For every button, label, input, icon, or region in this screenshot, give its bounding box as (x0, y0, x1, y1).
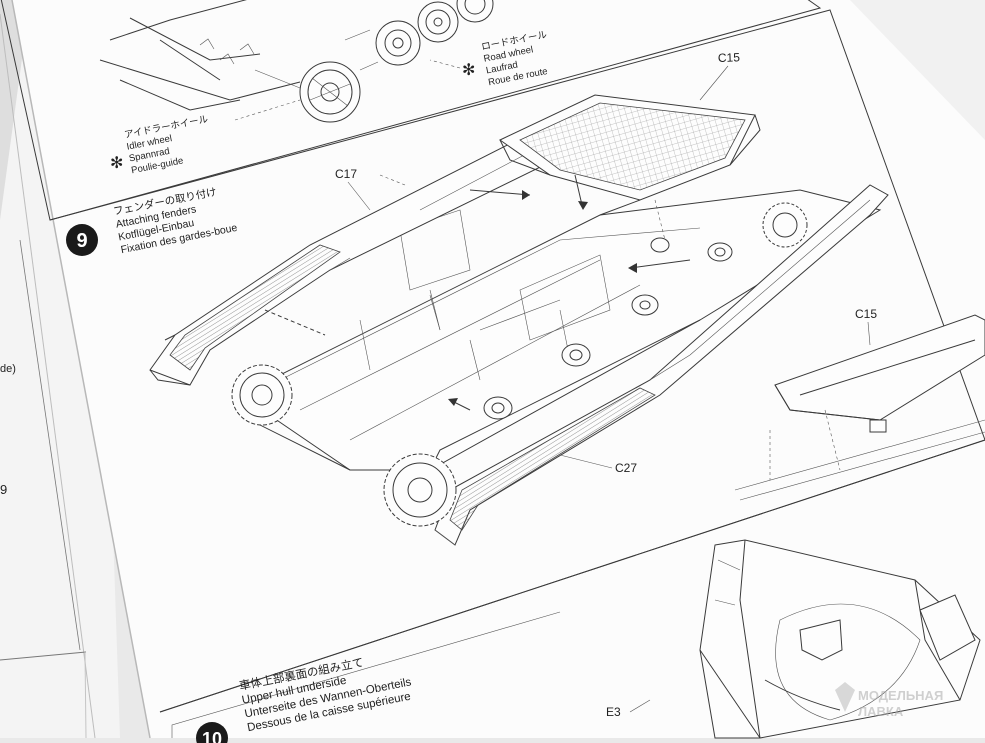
c15-detail-inset (734, 314, 985, 501)
watermark-line2: ЛАВКА (858, 704, 904, 719)
step10-number-badge (196, 722, 228, 743)
left-page-fragment-2: 9 (0, 482, 7, 497)
part-label-c15-right: C15 (855, 307, 877, 321)
upper-hull-drawing (699, 539, 981, 739)
left-page-fragment-1: de) (0, 363, 16, 375)
road-wheel-drawings (375, 0, 494, 66)
step9-number-badge (66, 224, 98, 256)
step10-number: 10 (202, 729, 222, 743)
road-callout-marker: ✻ (462, 62, 475, 79)
idler-callout-marker: ✻ (110, 155, 123, 172)
step8-panel: ✻ ✻ (0, 0, 822, 221)
sprocket-left (231, 364, 293, 426)
step9-number: 9 (76, 230, 87, 252)
watermark-logo-icon (835, 682, 855, 712)
idler-wheel-drawing (299, 61, 361, 123)
part-label-c27: C27 (615, 461, 637, 475)
sprocket-right (383, 453, 457, 527)
idler-mount (762, 202, 808, 248)
part-label-e3: E3 (606, 705, 621, 719)
step10-panel (159, 439, 985, 738)
part-label-c17: C17 (335, 167, 357, 181)
hull-drawing (149, 94, 889, 546)
store-watermark: МОДЕЛЬНАЯ ЛАВКА (835, 682, 943, 719)
part-label-c15-top: C15 (718, 50, 741, 65)
suspension-parts (483, 237, 733, 420)
watermark-line1: МОДЕЛЬНАЯ (858, 688, 943, 703)
